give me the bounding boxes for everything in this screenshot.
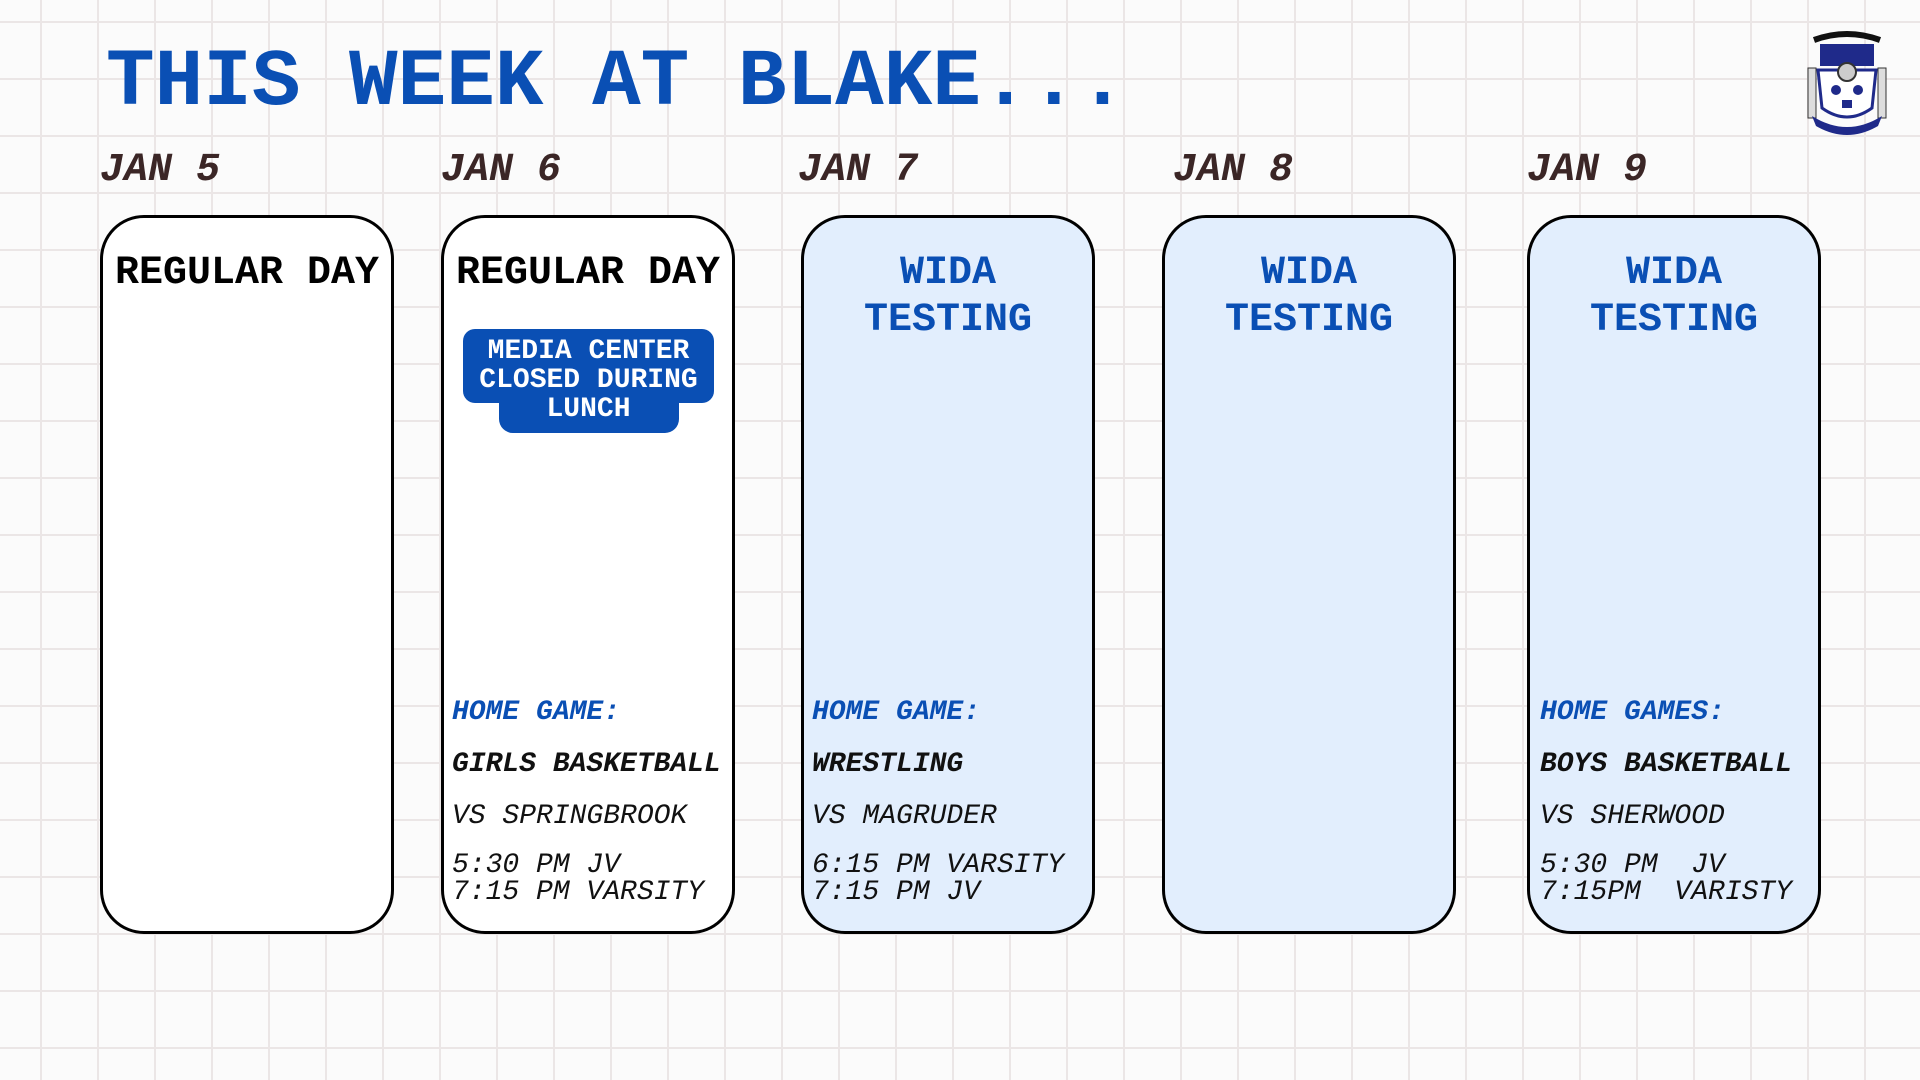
day-card-jan-9 [1527,215,1821,934]
heading-line: WIDA [1625,251,1722,296]
game-time: 5:30 PM JV [452,850,621,881]
notice-line: MEDIA CENTER [487,336,690,367]
day-heading: REGULAR DAY [441,250,735,297]
game-time: 5:30 PM JV [1540,850,1725,881]
home-game-label: HOME GAMES: [1540,697,1725,728]
heading-line: REGULAR DAY [455,251,721,296]
sport: BOYS BASKETBALL [1540,749,1793,780]
date-label: JAN 6 [441,148,562,193]
heading-line: TESTING [863,298,1033,343]
page-title: THIS WEEK AT BLAKE... [106,38,1127,129]
heading-line: TESTING [1224,298,1394,343]
game-time: 7:15 PM JV [812,877,981,908]
heading-line: TESTING [1589,298,1759,343]
sport: GIRLS BASKETBALL [452,749,721,780]
date-label: JAN 5 [100,148,221,193]
opponent: VS SPRINGBROOK [452,801,688,832]
home-game-info: HOME GAMES: BOYS BASKETBALL VS SHERWOOD … [1540,697,1793,908]
date-label: JAN 7 [798,148,919,193]
sport: WRESTLING [812,749,964,780]
date-label: JAN 9 [1527,148,1648,193]
home-game-info: HOME GAME: WRESTLING VS MAGRUDER 6:15 PM… [812,697,1065,908]
day-card-jan-7 [801,215,1095,934]
day-card-jan-8 [1162,215,1456,934]
notice-line: LUNCH [498,395,679,433]
heading-line: REGULAR DAY [114,251,380,296]
home-game-info: HOME GAME: GIRLS BASKETBALL VS SPRINGBRO… [452,697,721,908]
game-time: 6:15 PM VARSITY [812,850,1065,881]
opponent: VS MAGRUDER [812,801,997,832]
day-heading: REGULAR DAY [100,250,394,297]
day-card-jan-5 [100,215,394,934]
game-time: 7:15PM VARISTY [1540,877,1793,908]
home-game-label: HOME GAME: [812,697,981,728]
date-label: JAN 8 [1173,148,1294,193]
heading-line: WIDA [1260,251,1357,296]
notice-line: CLOSED DURING [479,365,698,396]
opponent: VS SHERWOOD [1540,801,1725,832]
game-time: 7:15 PM VARSITY [452,877,705,908]
home-game-label: HOME GAME: [452,697,621,728]
heading-line: WIDA [899,251,996,296]
school-logo [1807,31,1887,135]
